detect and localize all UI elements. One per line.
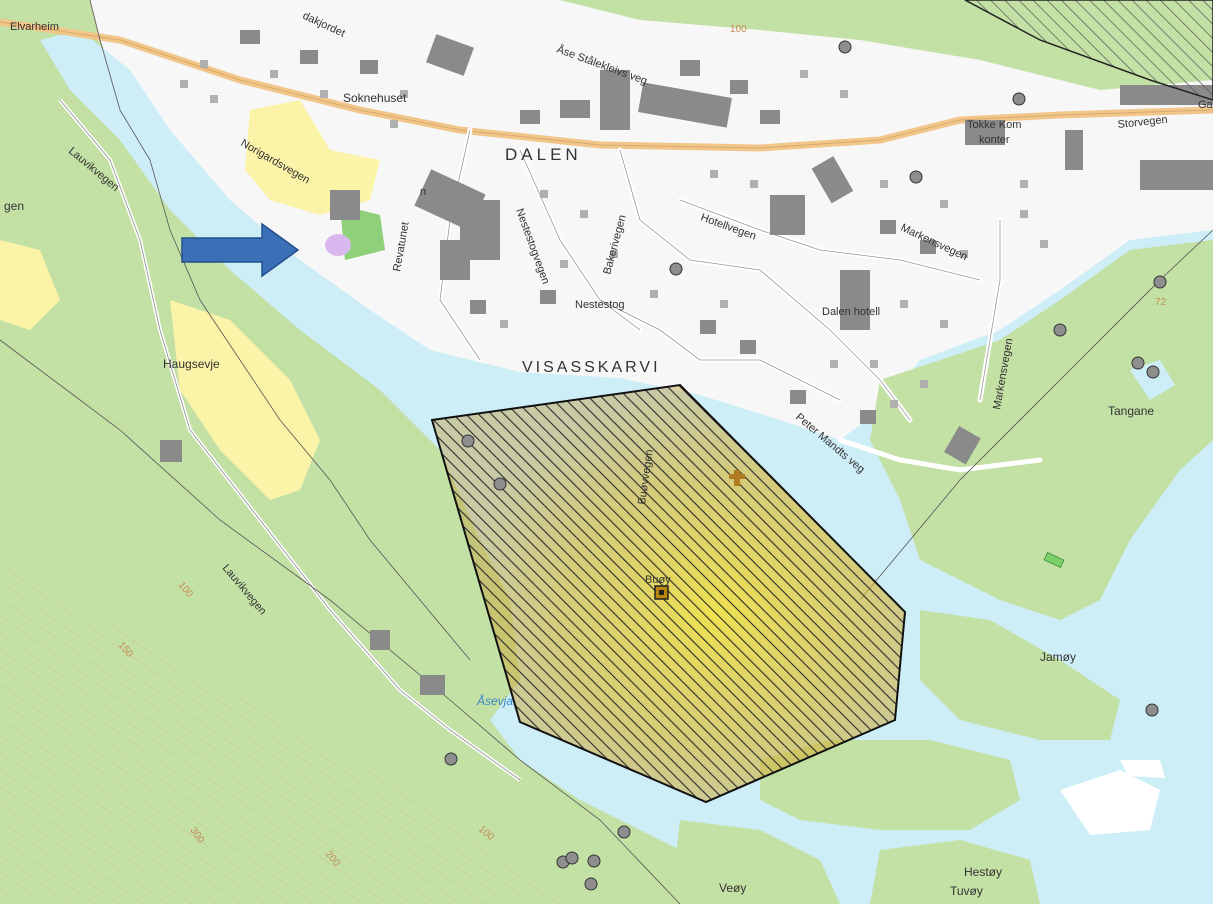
place-label-buoy: Buøy — [645, 574, 671, 586]
jamoy-island — [920, 610, 1120, 740]
tangane-land — [870, 240, 1213, 620]
veoy-island — [670, 820, 840, 904]
circle-marker-icon[interactable] — [617, 825, 631, 839]
place-label-tangane: Tangane — [1108, 404, 1154, 418]
right-arrow-icon — [181, 222, 300, 278]
place-label-veoy: Veøy — [719, 881, 746, 895]
point-markers — [444, 40, 1167, 891]
circle-marker-icon[interactable] — [669, 262, 683, 276]
place-label-dalen: DALEN — [505, 145, 582, 164]
circle-marker-icon[interactable] — [1145, 703, 1159, 717]
circle-marker-icon[interactable] — [909, 170, 923, 184]
restricted-zone-north — [964, 0, 1213, 101]
place-label-elvarheim: Elvarheim — [10, 21, 59, 33]
circle-marker-icon[interactable] — [838, 40, 852, 54]
circle-marker-icon[interactable] — [461, 434, 475, 448]
circle-marker-icon[interactable] — [1053, 323, 1067, 337]
contour-hillside — [0, 560, 560, 904]
place-label-tokke-konter: konter — [979, 134, 1010, 146]
lauvikvegen-road-edge — [59, 99, 521, 781]
circle-marker-icon[interactable] — [1131, 356, 1145, 370]
place-label-nestestog: Nestestog — [575, 299, 625, 311]
place-label-soknehuset: Soknehuset — [343, 91, 407, 105]
place-label-visasskarvi: VISASSKARVI — [522, 359, 661, 376]
circle-marker-icon[interactable] — [587, 854, 601, 868]
place-label-tokke-kom: Tokke Kom — [967, 119, 1021, 131]
small-houses — [180, 60, 1048, 408]
circle-marker-icon[interactable] — [565, 851, 579, 865]
place-label-tuvoy: Tuvøy — [950, 884, 983, 898]
buildings — [160, 30, 1213, 695]
circle-marker-icon[interactable] — [1153, 275, 1167, 289]
pond — [1130, 360, 1175, 400]
road-label-n: n — [420, 186, 426, 198]
circle-marker-icon[interactable] — [584, 877, 598, 891]
contour-hill-west — [0, 80, 150, 560]
contour-label-72: 72 — [1155, 297, 1167, 308]
place-label-dalen-hotell: Dalen hotell — [822, 306, 880, 318]
island-white — [1060, 770, 1160, 835]
river-channel — [40, 30, 470, 420]
haugsevje-meadow — [170, 300, 320, 500]
cross-marker-icon[interactable] — [729, 470, 745, 486]
island-white-small — [1120, 760, 1165, 778]
contour-label-100-a: 100 — [730, 24, 747, 35]
poi-purple-area — [325, 234, 351, 256]
norigard-meadow — [245, 100, 380, 215]
place-label-hestoy: Hestøy — [964, 865, 1002, 879]
island-south — [760, 740, 1020, 830]
place-label-ga: Ga — [1198, 99, 1213, 111]
road-label-storvegen: Storvegen — [1117, 114, 1168, 131]
place-label-jamoy: Jamøy — [1040, 650, 1076, 664]
circle-marker-icon[interactable] — [444, 752, 458, 766]
square-marker-icon[interactable] — [654, 585, 669, 600]
place-label-haugsevje: Haugsevje — [163, 357, 220, 371]
meadow-west — [0, 240, 60, 330]
water-label-asevja: Åsevja — [476, 693, 513, 708]
circle-marker-icon[interactable] — [493, 477, 507, 491]
hestoy-island — [870, 840, 1040, 904]
circle-marker-icon[interactable] — [1146, 365, 1160, 379]
place-label-gen: gen — [4, 199, 24, 213]
small-green-feature — [1043, 552, 1065, 568]
circle-marker-icon[interactable] — [1012, 92, 1026, 106]
